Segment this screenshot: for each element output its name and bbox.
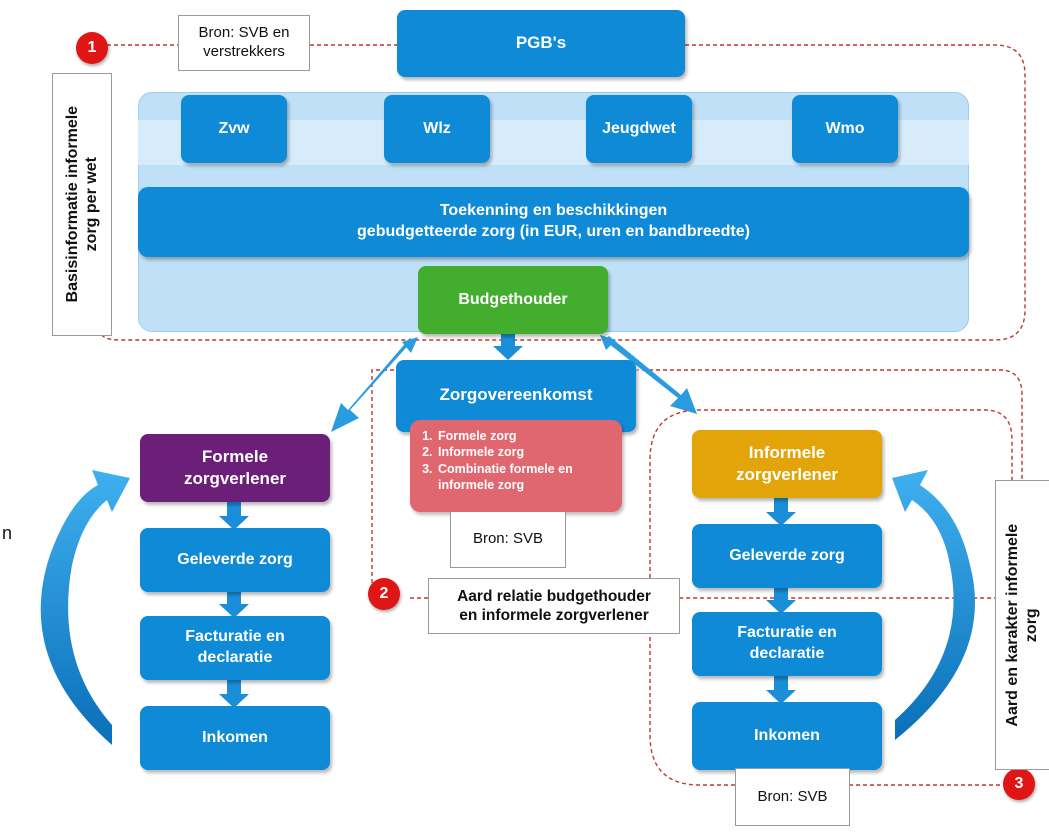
law-box-jeugdwet: Jeugdwet	[586, 95, 692, 163]
formele-inkomen-label: Inkomen	[202, 728, 268, 746]
agreement-types-box: Formele zorg Informele zorg Combinatie f…	[410, 420, 622, 512]
formele-facturatie-line1: Facturatie en	[185, 628, 285, 646]
curved-arrow-right	[892, 470, 975, 740]
law-box-wlz: Wlz	[384, 95, 490, 163]
agreement-types-list: Formele zorg Informele zorg Combinatie f…	[416, 428, 614, 493]
informele-line1: Informele	[748, 442, 826, 462]
informele-geleverde-zorg-box: Geleverde zorg	[692, 524, 882, 588]
source-top-note: Bron: SVB en verstrekkers	[178, 15, 310, 71]
stray-char-text: n	[2, 523, 13, 543]
curved-arrow-left	[40, 470, 130, 745]
law-zvw-label: Zvw	[218, 119, 250, 137]
dashed-connector-3	[649, 409, 1013, 786]
formele-zorgverlener-box: Formele zorgverlener	[140, 434, 330, 502]
formele-inkomen-box: Inkomen	[140, 706, 330, 770]
law-wmo-label: Wmo	[825, 119, 865, 137]
formele-facturatie-box: Facturatie en declaratie	[140, 616, 330, 680]
budgethouder-label: Budgethouder	[458, 290, 568, 308]
zorgovereenkomst-label: Zorgovereenkomst	[439, 385, 593, 404]
informele-zorgverlener-box: Informele zorgverlener	[692, 430, 882, 498]
law-box-wmo: Wmo	[792, 95, 898, 163]
left-vertical-line2: zorg per wet	[83, 157, 100, 252]
informele-inkomen-label: Inkomen	[754, 726, 820, 744]
informele-facturatie-box: Facturatie en declaratie	[692, 612, 882, 676]
source-bottom-note: Bron: SVB	[735, 768, 850, 826]
informele-line2: zorgverlener	[735, 465, 839, 484]
relatie-arrow-left	[331, 337, 418, 432]
informele-facturatie-line2: declaratie	[749, 645, 825, 662]
stray-character: n	[2, 523, 12, 544]
badge-3: 3	[1003, 768, 1035, 800]
right-vertical-line2: zorg	[1023, 608, 1041, 642]
formele-geleverde-label: Geleverde zorg	[177, 550, 293, 568]
law-jeugdwet-label: Jeugdwet	[602, 119, 676, 137]
toekenning-line2: gebudgetteerde zorg (in EUR, uren en ban…	[357, 223, 750, 240]
agreement-type-item: Informele zorg	[436, 444, 614, 460]
source-top-line1: Bron: SVB en	[198, 24, 290, 42]
badge-1-label: 1	[87, 39, 97, 56]
badge-2: 2	[368, 578, 400, 610]
right-vertical-text: Aard en karakter informele zorg	[1003, 524, 1041, 727]
left-vertical-note: Basisinformatie informele zorg per wet	[52, 73, 112, 336]
toekenning-line1: Toekenning en beschikkingen	[439, 202, 668, 220]
aard-relatie-line2: en informele zorgverlener	[459, 607, 649, 624]
source-mid-label: Bron: SVB	[472, 530, 544, 548]
informele-geleverde-label: Geleverde zorg	[729, 546, 845, 564]
budgethouder-box: Budgethouder	[418, 266, 608, 334]
informele-column-arrows	[766, 498, 796, 704]
pgb-box: PGB's	[397, 10, 685, 77]
formele-facturatie-line2: declaratie	[197, 649, 273, 666]
relatie-arrow-right	[600, 335, 697, 414]
right-vertical-note: Aard en karakter informele zorg	[995, 480, 1049, 770]
informele-inkomen-box: Inkomen	[692, 702, 882, 770]
aard-relatie-line1: Aard relatie budgethouder	[457, 587, 651, 605]
source-top-line2: verstrekkers	[203, 43, 285, 60]
pgb-label: PGB's	[515, 33, 567, 53]
badge-3-label: 3	[1014, 775, 1024, 792]
law-box-zvw: Zvw	[181, 95, 287, 163]
informele-facturatie-line1: Facturatie en	[737, 624, 837, 642]
down-arrow-agreement	[493, 334, 523, 360]
formele-line2: zorgverlener	[183, 469, 287, 488]
formele-geleverde-zorg-box: Geleverde zorg	[140, 528, 330, 592]
source-bottom-label: Bron: SVB	[757, 787, 828, 805]
badge-1: 1	[76, 32, 108, 64]
law-wlz-label: Wlz	[423, 119, 451, 137]
left-vertical-text: Basisinformatie informele zorg per wet	[63, 106, 101, 303]
left-vertical-line1: Basisinformatie informele	[63, 106, 81, 303]
agreement-type-item: Combinatie formele en informele zorg	[436, 461, 614, 494]
formele-line1: Formele	[201, 446, 269, 466]
formele-column-arrows	[219, 502, 249, 708]
badge-2-label: 2	[379, 585, 389, 602]
aard-relatie-note: Aard relatie budgethouder en informele z…	[428, 578, 680, 634]
source-mid-note: Bron: SVB	[450, 512, 566, 568]
right-vertical-line1: Aard en karakter informele	[1004, 523, 1022, 727]
toekenning-box: Toekenning en beschikkingen gebudgetteer…	[138, 187, 969, 257]
agreement-type-item: Formele zorg	[436, 428, 614, 444]
